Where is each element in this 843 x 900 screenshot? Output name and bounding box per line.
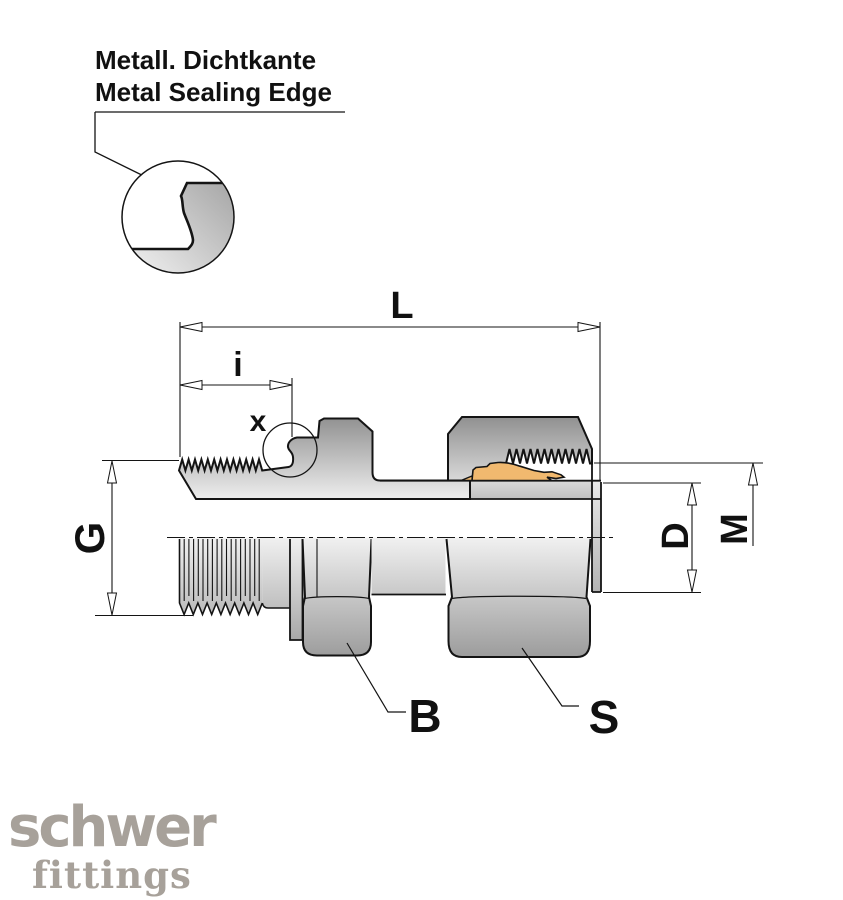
label-M: M bbox=[714, 513, 756, 545]
brand-logo: schwer fittings bbox=[8, 795, 217, 897]
mid-cylinder bbox=[371, 537, 446, 596]
arrow-left-icon bbox=[179, 379, 203, 391]
arrow-down-icon bbox=[106, 592, 118, 616]
arrow-up-icon bbox=[106, 460, 118, 484]
leader-S: S bbox=[521, 647, 620, 743]
union-nut-section bbox=[447, 416, 593, 482]
x-detail-circle bbox=[262, 422, 318, 478]
callout-line-de: Metall. Dichtkante bbox=[95, 45, 317, 75]
arrow-up-icon bbox=[686, 482, 698, 506]
label-D: D bbox=[655, 522, 697, 549]
hex-S bbox=[445, 537, 592, 658]
label-i: i bbox=[233, 346, 242, 384]
dim-D: D bbox=[603, 482, 701, 594]
dim-G: G bbox=[66, 459, 193, 617]
dim-M: M bbox=[594, 462, 763, 546]
thread-runout bbox=[261, 537, 290, 609]
sealing-collar bbox=[289, 537, 304, 641]
label-L: L bbox=[390, 285, 413, 327]
label-x: x bbox=[250, 405, 267, 438]
logo-brand-text: schwer bbox=[8, 795, 217, 860]
callout-line-en: Metal Sealing Edge bbox=[95, 77, 332, 107]
arrow-down-icon bbox=[686, 569, 698, 593]
sealing-edge-callout: Metall. Dichtkante Metal Sealing Edge bbox=[95, 44, 332, 108]
arrow-right-icon bbox=[269, 379, 293, 391]
dim-i: i bbox=[179, 346, 293, 437]
fitting-body-section bbox=[177, 417, 471, 500]
arrow-right-icon bbox=[577, 321, 601, 333]
cutting-ring bbox=[460, 461, 566, 482]
hex-B bbox=[301, 537, 373, 657]
x-detail-mark: x bbox=[250, 405, 318, 478]
sealing-edge-profile bbox=[122, 183, 234, 273]
logo-division-text: fittings bbox=[32, 853, 192, 897]
detail-circle bbox=[121, 160, 235, 274]
arrow-left-icon bbox=[179, 321, 203, 333]
label-S: S bbox=[589, 691, 620, 743]
dim-L: L bbox=[179, 285, 601, 480]
stud-thread-external bbox=[178, 537, 264, 617]
label-G: G bbox=[66, 522, 113, 555]
arrow-up-icon bbox=[747, 462, 759, 486]
label-B: B bbox=[408, 690, 441, 742]
leader-B: B bbox=[346, 642, 442, 742]
